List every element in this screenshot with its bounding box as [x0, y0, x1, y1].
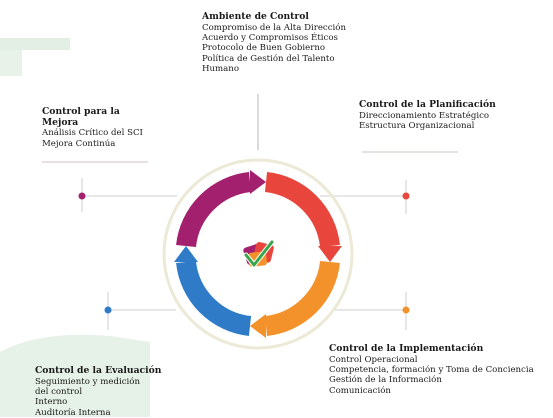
- block-item: Estructura Organizacional: [359, 121, 475, 131]
- block-item: Protocolo de Buen Gobierno: [202, 43, 326, 54]
- block-item: Control Operacional: [329, 354, 418, 365]
- block-control-mejora: Control para la Mejora Análisis Crítico …: [42, 106, 162, 149]
- block-item: Seguimiento y medición del control: [35, 376, 140, 397]
- block-control-implementacion: Control de la Implementación Control Ope…: [329, 343, 553, 396]
- segment-red: [264, 172, 340, 248]
- block-item: Análisis Crítico del SCI: [42, 128, 143, 139]
- arrow-red: [318, 246, 342, 262]
- bg-accent-bottom-left: [0, 334, 150, 417]
- block-control-evaluacion: Control de la Evaluación Seguimiento y m…: [35, 365, 195, 418]
- block-item: Interno: [35, 397, 68, 408]
- block-item: Comunicación: [329, 385, 391, 396]
- block-item: Auditoría Interna: [35, 407, 111, 418]
- arrow-blue: [174, 246, 198, 262]
- block-item: Humano: [202, 64, 240, 75]
- arrow-magenta: [250, 170, 266, 194]
- block-item: Gestión de la Información: [329, 375, 442, 386]
- outer-ring: [162, 158, 354, 350]
- block-title: Control de la Evaluación: [35, 365, 162, 376]
- block-control-planificacion: Control de la Planificación Direccionami…: [359, 99, 549, 131]
- dot-blue: [104, 306, 112, 314]
- segment-magenta: [176, 172, 252, 248]
- block-item: Mejora Continúa: [42, 138, 116, 149]
- checkmark-badge-icon: [243, 239, 275, 268]
- block-item: Compromiso de la Alta Dirección: [202, 22, 346, 33]
- segment-orange: [264, 260, 340, 336]
- dot-orange: [402, 306, 410, 314]
- dot-magenta: [78, 192, 86, 200]
- block-title: Control para la Mejora: [42, 106, 120, 128]
- dot-red: [402, 192, 410, 200]
- block-title: Control de la Planificación: [359, 99, 496, 110]
- block-item: Acuerdo y Compromisos Éticos: [202, 33, 338, 43]
- segment-blue: [176, 260, 252, 336]
- block-ambiente-de-control: Ambiente de Control Compromiso de la Alt…: [202, 11, 382, 75]
- arrow-orange: [250, 314, 266, 338]
- block-title: Control de la Implementación: [329, 343, 484, 354]
- block-title: Ambiente de Control: [202, 11, 309, 22]
- block-item: Política de Gestión del Talento: [202, 53, 335, 64]
- bg-accent-top-left: [0, 38, 70, 50]
- cycle-ring: [174, 170, 342, 338]
- bg-accent-top-left-2: [0, 50, 22, 76]
- block-item: Competencia, formación y Toma de Concien…: [329, 365, 534, 375]
- block-item: Direccionamiento Estratégico: [359, 110, 490, 121]
